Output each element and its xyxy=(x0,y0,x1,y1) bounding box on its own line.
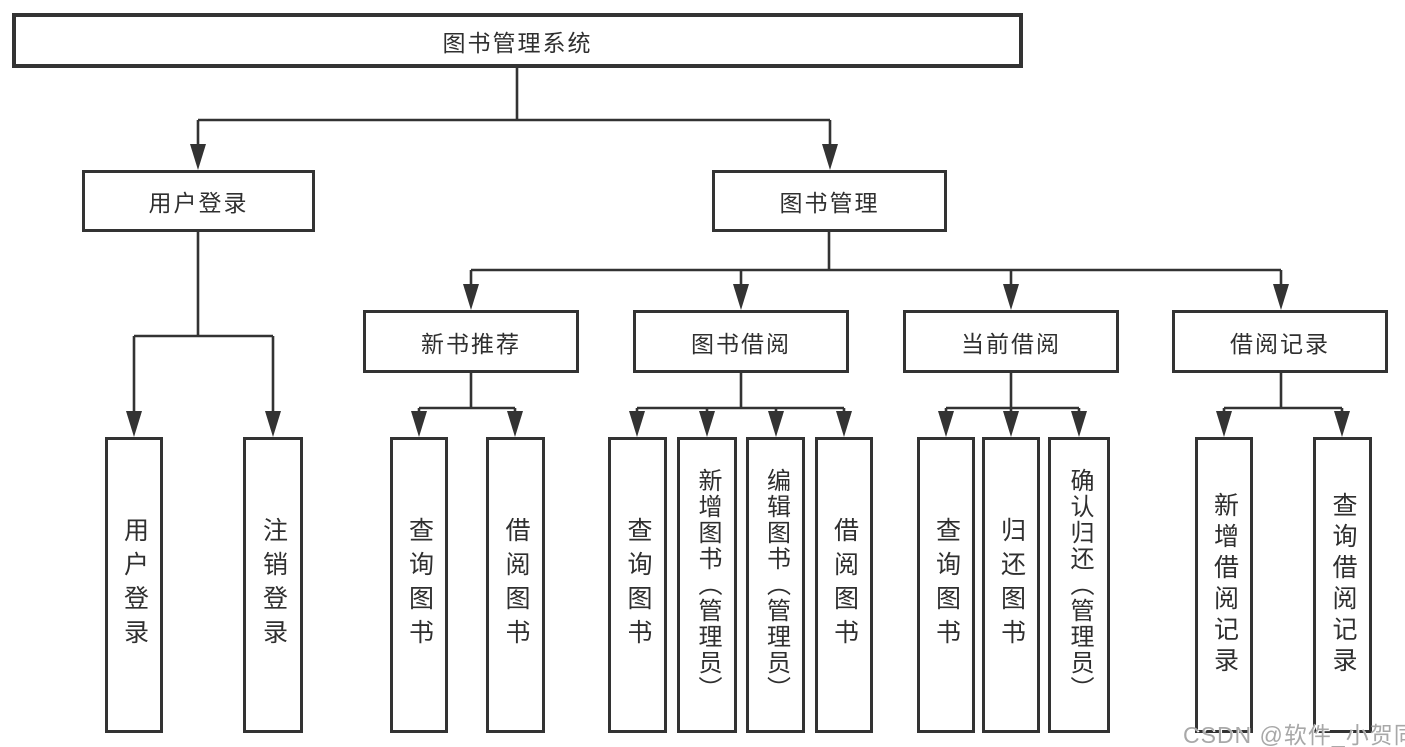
node-query-books: 查询图书 xyxy=(390,437,448,733)
node-edit-book-admin: 编辑图书（管理员） xyxy=(746,437,805,733)
node-label: 图书借阅 xyxy=(691,330,791,357)
node-label: 当前借阅 xyxy=(961,330,1061,357)
node-borrow-books-2: 借阅图书 xyxy=(815,437,873,733)
node-label: 新增图书（管理员） xyxy=(694,468,721,702)
node-label: 注销登录 xyxy=(259,517,288,653)
node-label: 图书管理系统 xyxy=(442,29,593,56)
node-book-management: 图书管理 xyxy=(712,170,947,232)
node-label: 借阅图书 xyxy=(830,517,859,653)
arrowhead-icons xyxy=(126,144,1350,437)
node-label: 查询图书 xyxy=(405,517,434,653)
node-label: 用户登录 xyxy=(148,190,249,216)
node-query-books-3: 查询图书 xyxy=(917,437,975,733)
node-confirm-return-admin: 确认归还（管理员） xyxy=(1048,437,1110,733)
node-user-login-group: 用户登录 xyxy=(82,170,315,232)
node-label: 用户登录 xyxy=(120,517,149,653)
node-library-management-system: 图书管理系统 xyxy=(12,13,1023,68)
node-return-books: 归还图书 xyxy=(982,437,1040,733)
node-label: 新书推荐 xyxy=(421,330,521,357)
node-new-book-recommendation: 新书推荐 xyxy=(363,310,579,373)
node-book-borrowing: 图书借阅 xyxy=(633,310,849,373)
node-query-books-2: 查询图书 xyxy=(608,437,667,733)
node-label: 查询图书 xyxy=(624,517,652,653)
node-label: 查询图书 xyxy=(932,517,961,653)
node-label: 确认归还（管理员） xyxy=(1066,468,1093,702)
node-add-borrow-record: 新增借阅记录 xyxy=(1195,437,1253,733)
node-borrowing-records: 借阅记录 xyxy=(1172,310,1388,373)
node-current-borrowing: 当前借阅 xyxy=(903,310,1119,373)
node-label: 图书管理 xyxy=(779,190,880,216)
node-user-login: 用户登录 xyxy=(105,437,163,733)
node-label: 借阅记录 xyxy=(1230,330,1330,357)
node-add-book-admin: 新增图书（管理员） xyxy=(677,437,737,733)
node-label: 新增借阅记录 xyxy=(1210,492,1239,678)
watermark: CSDN @软件_小贺同学 xyxy=(1183,722,1405,747)
node-logout: 注销登录 xyxy=(243,437,303,733)
node-label: 编辑图书（管理员） xyxy=(762,468,790,702)
node-query-borrow-record: 查询借阅记录 xyxy=(1313,437,1372,733)
node-label: 归还图书 xyxy=(997,517,1026,653)
node-borrow-books: 借阅图书 xyxy=(486,437,545,733)
node-label: 查询借阅记录 xyxy=(1329,492,1357,678)
node-label: 借阅图书 xyxy=(502,517,530,653)
